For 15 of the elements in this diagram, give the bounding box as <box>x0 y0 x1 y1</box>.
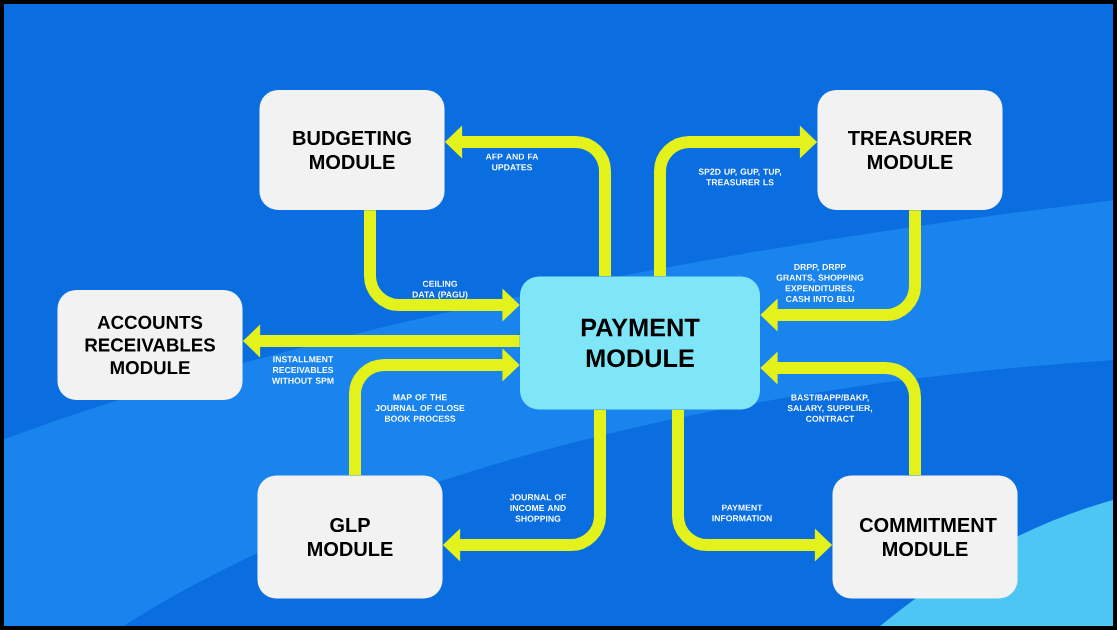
module-box: COMMITMENT MODULE <box>832 475 1018 599</box>
edge-label: SP2D UP, GUP, TUP, TREASURER LS <box>698 168 782 186</box>
module-box: PAYMENT MODULE <box>520 276 760 410</box>
edge-label: PAYMENT INFORMATION <box>712 504 772 522</box>
edge-label: DRPP, DRPP GRANTS, SHOPPING EXPENDITURES, CASH INTO BLU <box>776 263 864 302</box>
module-box: BUDGETING MODULE <box>259 90 445 210</box>
module-box: TREASURER MODULE <box>817 90 1003 210</box>
edge-label: INSTALLMENT RECEIVABLES WITHOUT SPM <box>271 356 334 384</box>
edge-label: MAP OF THE JOURNAL OF CLOSE BOOK PROCESS <box>375 394 465 422</box>
edge-label: AFP AND FA UPDATES <box>485 153 539 171</box>
module-box: GLP MODULE <box>257 475 443 599</box>
module-box: ACCOUNTS RECEIVABLES MODULE <box>57 290 243 400</box>
edge-label: JOURNAL OF INCOME AND SHOPPING <box>509 494 567 522</box>
edge-label: CEILING DATA (PAGU) <box>412 280 468 300</box>
edge-label: BAST/BAPP/BAKP, SALARY, SUPPLIER, CONTRACT <box>787 394 873 422</box>
